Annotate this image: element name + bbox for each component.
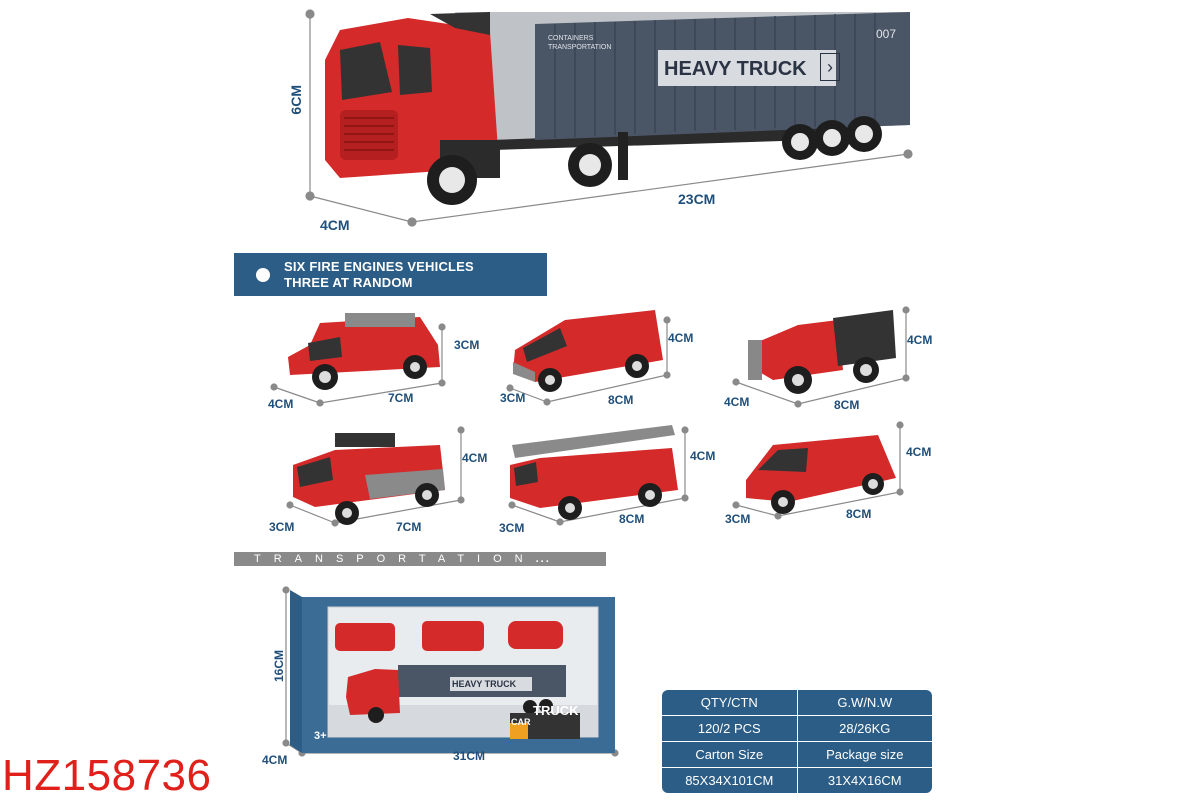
- spec-cell: 31X4X16CM: [827, 773, 902, 788]
- container-number: 007: [876, 27, 897, 41]
- dimension-lines: [305, 9, 913, 227]
- spec-cell: Carton Size: [662, 742, 798, 768]
- vehicle-2-length: 8CM: [608, 393, 634, 407]
- vehicle-1-width: 4CM: [268, 397, 294, 411]
- truck-length-label: 23CM: [678, 191, 716, 207]
- spec-cell: Package size: [797, 742, 932, 768]
- vehicle-6-length: 8CM: [846, 507, 872, 521]
- vehicle-2-height: 4CM: [668, 331, 694, 345]
- container-arrow-icon: ›: [820, 53, 840, 81]
- package-truck-label: HEAVY TRUCK: [452, 679, 517, 689]
- package-width-label: 4CM: [262, 753, 288, 767]
- vehicle-1-height: 3CM: [454, 338, 480, 352]
- container-small-text: CONTAINERS TRANSPORTATION: [548, 34, 611, 52]
- transportation-bar-text: TRANSPORTATION: [254, 553, 536, 565]
- vehicle-5-illustration: [508, 425, 689, 526]
- table-row: QTY/CTN G.W/N.W: [662, 690, 932, 716]
- windshield: [340, 42, 392, 100]
- vehicle-3-width: 4CM: [724, 395, 750, 409]
- spec-cell: QTY/CTN: [662, 690, 798, 716]
- vehicle-2-width: 3CM: [500, 391, 526, 405]
- vehicle-1-illustration: [270, 313, 446, 407]
- vehicle-3-illustration: [732, 306, 910, 408]
- vehicle-3-height: 4CM: [907, 333, 933, 347]
- spec-cell: 120/2 PCS: [662, 716, 798, 742]
- spec-cell: 85X34X101CM: [662, 768, 798, 793]
- package-length-label: 31CM: [453, 749, 486, 763]
- truck-width-label: 4CM: [320, 217, 350, 233]
- vehicle-3-length: 8CM: [834, 398, 860, 412]
- vehicle-4-illustration: [286, 426, 465, 527]
- table-row: 85X34X101CM 31X4X16CM: [662, 768, 932, 793]
- spec-cell: 28/26KG: [797, 716, 932, 742]
- main-truck-illustration: [305, 9, 913, 227]
- container-label: HEAVY TRUCK: [664, 58, 807, 80]
- spec-cell: G.W/N.W: [797, 690, 932, 716]
- truck-height-label: 6CM: [288, 85, 304, 115]
- container-text-line-2: TRANSPORTATION: [548, 44, 612, 51]
- vehicle-5-height: 4CM: [690, 449, 716, 463]
- spec-table: QTY/CTN G.W/N.W 120/2 PCS 28/26KG Carton…: [662, 690, 932, 793]
- package-brand-truck: TRUCK: [533, 703, 579, 718]
- banner-line-2: THREE AT RANDOM: [284, 275, 413, 290]
- vehicle-4-width: 3CM: [269, 520, 295, 534]
- vehicle-2-illustration: [506, 310, 671, 406]
- vehicle-5-width: 3CM: [499, 521, 525, 535]
- container-text-line-1: CONTAINERS: [548, 35, 594, 42]
- vehicle-1-length: 7CM: [388, 391, 414, 405]
- vehicle-6-height: 4CM: [906, 445, 932, 459]
- vehicle-5-length: 8CM: [619, 512, 645, 526]
- vehicle-6-illustration: [732, 421, 904, 520]
- table-row: Carton Size Package size: [662, 742, 932, 768]
- item-code: HZ158736: [2, 751, 212, 800]
- vehicle-4-height: 4CM: [462, 451, 488, 465]
- package-brand-car: CAR: [511, 717, 531, 727]
- banner-line-1: SIX FIRE ENGINES VEHICLES: [284, 259, 474, 274]
- vehicle-4-length: 7CM: [396, 520, 422, 534]
- table-row: 120/2 PCS 28/26KG: [662, 716, 932, 742]
- package-age-badge: 3+: [314, 730, 327, 742]
- trailer-wheels: [782, 116, 882, 160]
- vehicle-6-width: 3CM: [725, 512, 751, 526]
- random-vehicles-banner: SIX FIRE ENGINES VEHICLES THREE AT RANDO…: [234, 253, 547, 296]
- package-height-label: 16CM: [272, 650, 286, 683]
- bullet-dot-icon: [256, 268, 270, 282]
- package-illustration: [282, 586, 619, 757]
- transportation-bar: TRANSPORTATION...: [234, 552, 606, 566]
- cab-wheels: [427, 143, 612, 205]
